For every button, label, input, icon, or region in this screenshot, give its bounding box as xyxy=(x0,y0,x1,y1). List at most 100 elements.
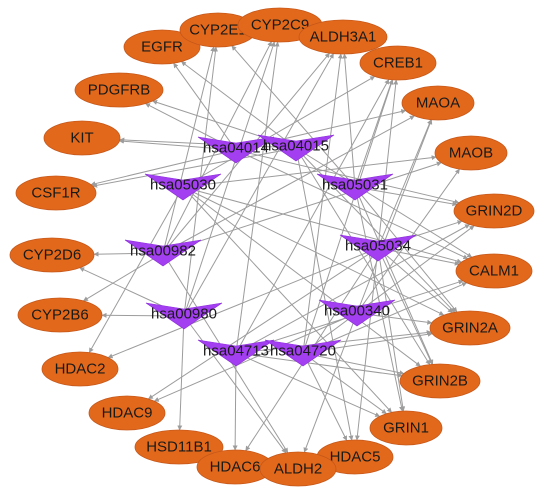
edge-hsa04720-CREB1 xyxy=(302,79,394,354)
target-node-shape xyxy=(74,72,164,108)
pathway-node-label: hsa04015 xyxy=(263,138,329,155)
edge-hsa00340-MAOB xyxy=(356,168,460,314)
target-node-grin2d[interactable]: GRIN2D xyxy=(453,193,535,229)
edge-hsa04713-CREB1 xyxy=(235,79,390,354)
edge-hsa04015-GRIN2B xyxy=(295,147,431,366)
pathway-node-hsa04720[interactable]: hsa04720 xyxy=(264,339,342,367)
target-node-label: GRIN2D xyxy=(466,203,523,220)
edge-hsa04014-CSF1R xyxy=(90,149,237,187)
target-node-calm1[interactable]: CALM1 xyxy=(455,253,533,289)
edge-hsa04720-ALDH3A1 xyxy=(302,53,343,354)
pathway-node-label: hsa00340 xyxy=(324,303,390,320)
pathway-node-label: hsa05034 xyxy=(345,238,411,255)
edge-hsa05034-MAOA xyxy=(377,119,432,249)
edge-hsa05034-GRIN2B xyxy=(377,247,433,365)
edge-hsa00982-CYP2E1 xyxy=(162,46,216,254)
target-node-label: ALDH2 xyxy=(274,461,322,478)
pathway-node-hsa04015[interactable]: hsa04015 xyxy=(257,134,335,162)
target-node-grin2b[interactable]: GRIN2B xyxy=(399,363,481,399)
edge-hsa05034-GRIN2A xyxy=(377,247,453,314)
edge-hsa05030-HDAC2 xyxy=(88,186,184,353)
target-node-hdac9[interactable]: HDAC9 xyxy=(88,395,166,431)
edge-hsa00340-HDAC9 xyxy=(153,312,358,402)
edge-hsa05031-GRIN2A xyxy=(354,186,458,313)
edge-hsa00340-MAOA xyxy=(356,119,433,314)
target-node-label: KIT xyxy=(70,130,93,147)
edge-hsa05030-CALM1 xyxy=(182,186,462,264)
pathway-node-shape xyxy=(124,239,202,267)
target-node-hdac5[interactable]: HDAC5 xyxy=(316,439,394,475)
target-node-aldh3a1[interactable]: ALDH3A1 xyxy=(298,19,388,55)
edge-hsa05034-CREB1 xyxy=(377,79,399,249)
target-node-maob[interactable]: MAOB xyxy=(434,135,508,171)
target-node-shape xyxy=(434,135,508,171)
edge-hsa05030-GRIN2A xyxy=(182,186,445,316)
target-node-kit[interactable]: KIT xyxy=(43,120,121,156)
pathway-node-label: hsa00980 xyxy=(151,306,217,323)
edge-hsa00982-CYP2B6 xyxy=(82,252,164,302)
target-node-pdgfrb[interactable]: PDGFRB xyxy=(74,72,164,108)
target-node-shape xyxy=(453,193,535,229)
target-node-label: GRIN1 xyxy=(383,420,429,437)
edge-hsa00340-ALDH2 xyxy=(303,312,358,453)
pathway-node-hsa04014[interactable]: hsa04014 xyxy=(197,136,275,164)
pathway-node-hsa05030[interactable]: hsa05030 xyxy=(144,173,222,201)
pathway-node-label: hsa00982 xyxy=(130,243,196,260)
target-node-label: MAOA xyxy=(416,95,460,112)
edge-hsa04015-CSF1R xyxy=(92,147,297,188)
edge-hsa04014-EGFR xyxy=(173,62,237,151)
target-node-grin2a[interactable]: GRIN2A xyxy=(429,310,511,346)
target-node-label: CALM1 xyxy=(469,263,519,280)
pathway-node-shape xyxy=(145,302,223,330)
pathway-node-shape xyxy=(339,234,417,262)
target-node-shape xyxy=(369,410,443,446)
target-node-egfr[interactable]: EGFR xyxy=(123,29,201,65)
target-node-label: HDAC5 xyxy=(330,449,381,466)
target-node-shape xyxy=(9,237,95,273)
target-node-label: GRIN2A xyxy=(442,320,498,337)
target-node-label: PDGFRB xyxy=(88,82,151,99)
edge-hsa00982-MAOA xyxy=(162,115,415,254)
pathway-node-label: hsa04720 xyxy=(270,343,336,360)
edge-hsa05031-ALDH3A1 xyxy=(342,53,356,188)
edge-hsa05031-GRIN2D xyxy=(354,186,458,207)
target-node-shape xyxy=(259,451,337,487)
edge-hsa04720-GRIN2D xyxy=(302,225,475,354)
edge-hsa05031-CREB1 xyxy=(354,79,394,188)
pathway-node-hsa00982[interactable]: hsa00982 xyxy=(124,239,202,267)
target-node-label: HSD11B1 xyxy=(146,439,212,456)
target-node-shape xyxy=(298,19,388,55)
target-node-creb1[interactable]: CREB1 xyxy=(359,45,437,81)
pathway-node-hsa05031[interactable]: hsa05031 xyxy=(316,173,394,201)
target-node-shape xyxy=(123,29,201,65)
target-node-shape xyxy=(359,45,437,81)
target-node-grin1[interactable]: GRIN1 xyxy=(369,410,443,446)
target-node-cyp2d6[interactable]: CYP2D6 xyxy=(9,237,95,273)
pathway-node-shape xyxy=(264,339,342,367)
pathway-node-hsa00340[interactable]: hsa00340 xyxy=(318,299,396,327)
edge-hsa05031-CYP2E1 xyxy=(231,45,356,188)
target-node-csf1r[interactable]: CSF1R xyxy=(15,175,97,211)
target-node-shape xyxy=(399,363,481,399)
target-node-hsd11b1[interactable]: HSD11B1 xyxy=(134,429,224,465)
target-node-label: HDAC6 xyxy=(210,459,261,476)
pathway-node-shape xyxy=(197,339,275,367)
edge-hsa04713-CYP2C9 xyxy=(235,41,280,354)
target-node-cyp2e1[interactable]: CYP2E1 xyxy=(179,12,257,48)
target-node-hdac2[interactable]: HDAC2 xyxy=(41,351,119,387)
target-node-cyp2b6[interactable]: CYP2B6 xyxy=(17,297,103,333)
target-node-shape xyxy=(134,429,224,465)
target-node-maoa[interactable]: MAOA xyxy=(401,85,475,121)
pathway-node-hsa05034[interactable]: hsa05034 xyxy=(339,234,417,262)
pathway-node-hsa04713[interactable]: hsa04713 xyxy=(197,339,275,367)
pathway-node-hsa00980[interactable]: hsa00980 xyxy=(145,302,223,330)
pathway-node-label: hsa04713 xyxy=(203,343,269,360)
target-node-aldh2[interactable]: ALDH2 xyxy=(259,451,337,487)
pathway-node-shape xyxy=(257,134,335,162)
target-node-label: HDAC9 xyxy=(102,405,153,422)
pathway-node-label: hsa05030 xyxy=(150,177,216,194)
edge-hsa05030-MAOB xyxy=(182,155,437,188)
edge-hsa04720-CALM1 xyxy=(302,282,468,354)
